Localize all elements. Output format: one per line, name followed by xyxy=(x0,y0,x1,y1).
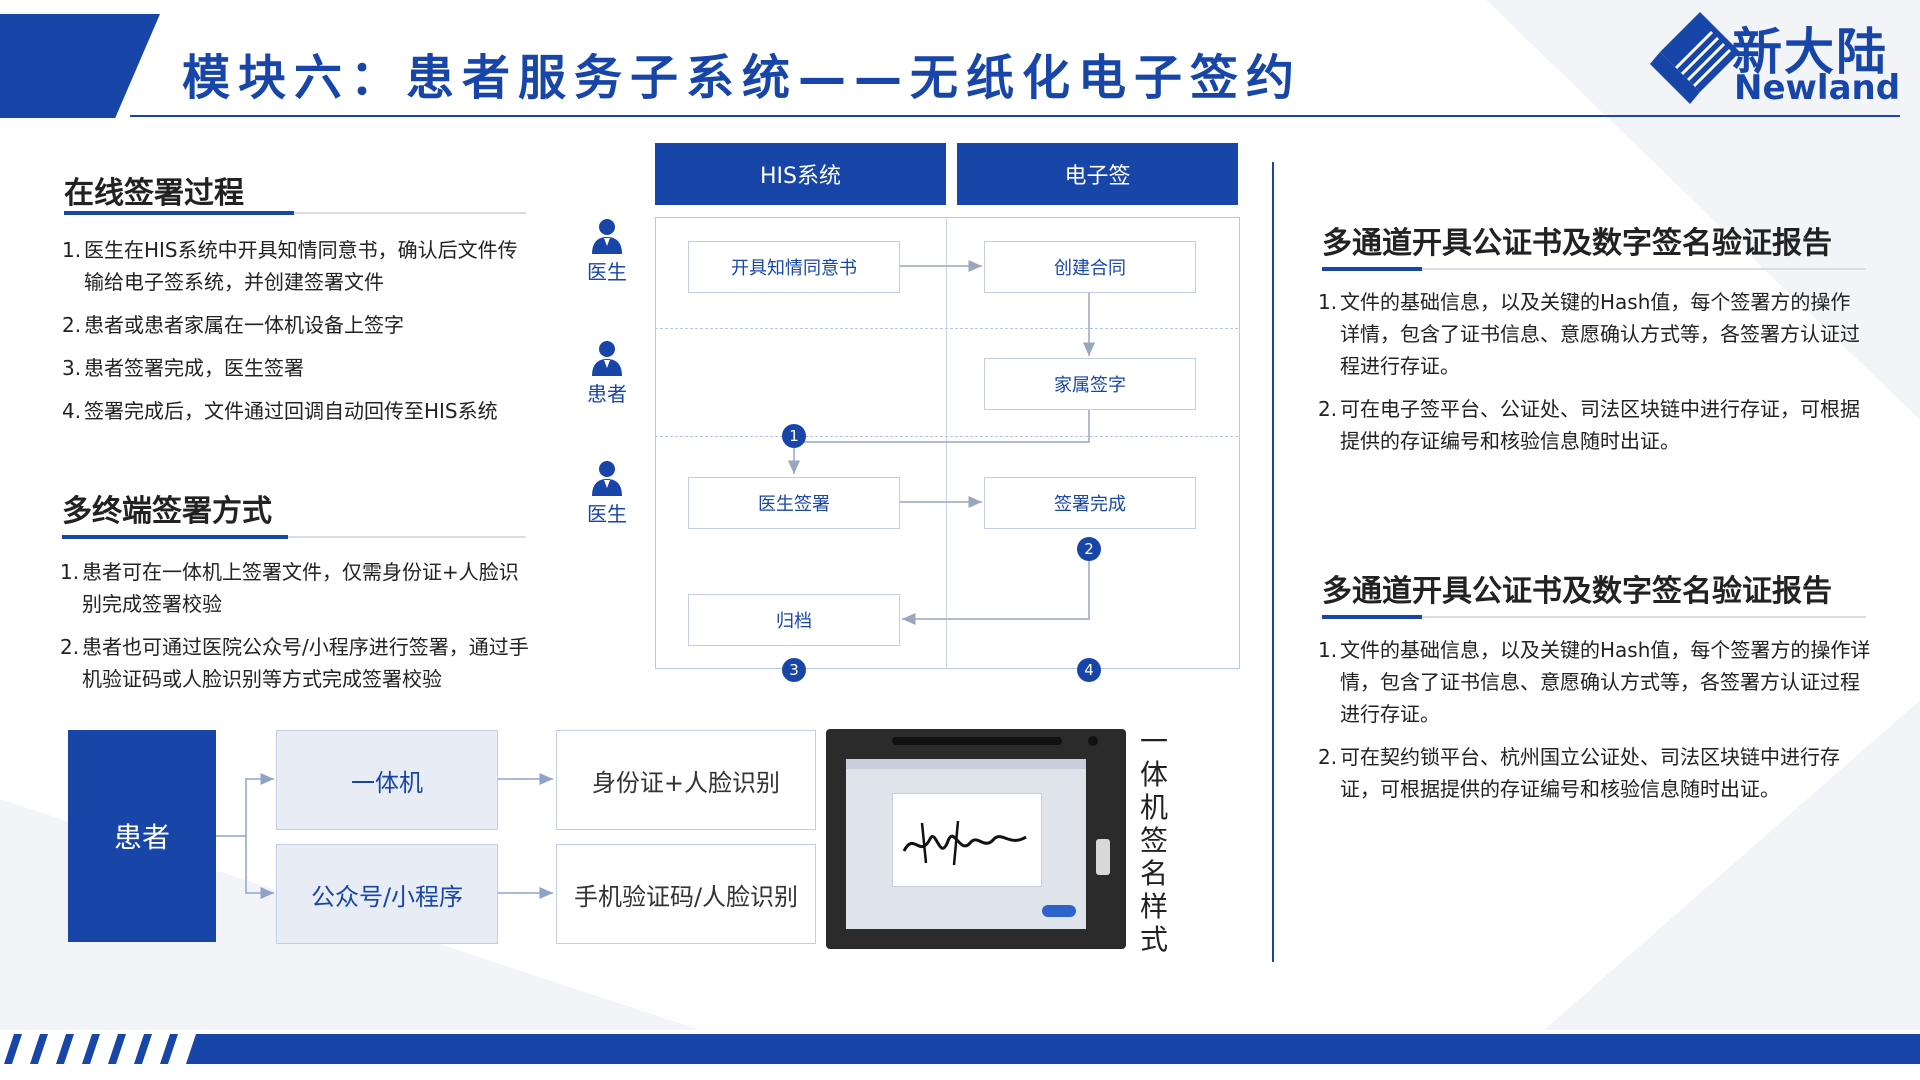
online-signing-rule xyxy=(64,211,526,215)
list-item: 4.签署完成后，文件通过回调自动回传至HIS系统 xyxy=(62,399,498,423)
report-rule-2 xyxy=(1322,615,1866,619)
list-item: 3.患者签署完成，医生签署 xyxy=(62,356,304,380)
multi-terminal-title: 多终端签署方式 xyxy=(62,494,272,529)
node-archive: 归档 xyxy=(688,594,900,646)
footer-bar xyxy=(200,1034,1920,1064)
report-title-2: 多通道开具公证书及数字签名验证报告 xyxy=(1322,574,1832,609)
step-badge: 4 xyxy=(1077,658,1101,682)
node-create-contract: 创建合同 xyxy=(984,241,1196,293)
logo-mark-icon xyxy=(1650,12,1740,104)
signature-icon xyxy=(902,820,1027,866)
newland-logo: 新大陆 Newland xyxy=(1650,8,1900,108)
node-family-sign: 家属签字 xyxy=(984,358,1196,410)
node-doctor-sign: 医生签署 xyxy=(688,477,900,529)
report-list-1: 1.文件的基础信息，以及关键的Hash值，每个签署方的操作详情，包含了证书信息、… xyxy=(1318,286,1870,468)
report-list-2: 1.文件的基础信息，以及关键的Hash值，每个签署方的操作详情，包含了证书信息、… xyxy=(1318,634,1878,816)
signature-tablet-image xyxy=(826,729,1126,949)
tablet-caption: 一体机签名样式 xyxy=(1139,725,1168,956)
column-header-esign: 电子签 xyxy=(957,143,1238,205)
kiosk-box: 一体机 xyxy=(276,730,498,830)
multi-terminal-rule xyxy=(62,535,526,539)
online-signing-title: 在线签署过程 xyxy=(64,176,244,211)
swimlane-divider xyxy=(655,328,1238,329)
node-sign-done: 签署完成 xyxy=(984,477,1196,529)
column-divider xyxy=(1272,162,1274,962)
header-divider xyxy=(130,115,1900,117)
doctor-icon xyxy=(592,219,622,254)
list-item: 1.患者可在一体机上签署文件，仅需身份证+人脸识别完成签署校验 xyxy=(60,560,519,616)
actor-label: 医生 xyxy=(587,502,627,526)
actor-label: 患者 xyxy=(587,382,627,406)
step-badge: 3 xyxy=(782,658,806,682)
node-consent: 开具知情同意书 xyxy=(688,241,900,293)
step-badge: 2 xyxy=(1077,537,1101,561)
column-header-his: HIS系统 xyxy=(655,143,946,205)
actor-label: 医生 xyxy=(587,260,627,284)
report-rule-1 xyxy=(1322,267,1866,271)
miniapp-method-box: 手机验证码/人脸识别 xyxy=(556,844,816,944)
multi-terminal-list: 1.患者可在一体机上签署文件，仅需身份证+人脸识别完成签署校验 2.患者也可通过… xyxy=(60,556,530,706)
patient-icon xyxy=(592,341,622,376)
list-item: 1.医生在HIS系统中开具知情同意书，确认后文件传输给电子签系统，并创建签署文件 xyxy=(62,238,518,294)
page-title: 模块六：患者服务子系统——无纸化电子签约 xyxy=(182,50,1303,106)
logo-text-cn: 新大陆 xyxy=(1732,23,1888,81)
kiosk-method-box: 身份证+人脸识别 xyxy=(556,730,816,830)
doctor-icon xyxy=(592,461,622,496)
swimlane-divider xyxy=(655,436,1238,437)
list-item: 2.患者或患者家属在一体机设备上签字 xyxy=(62,313,404,337)
footer-stripes xyxy=(4,1034,205,1064)
step-badge: 1 xyxy=(782,424,806,448)
list-item: 2.可在契约锁平台、杭州国立公证处、司法区块链中进行存证，可根据提供的存证编号和… xyxy=(1318,745,1840,801)
list-item: 1.文件的基础信息，以及关键的Hash值，每个签署方的操作详情，包含了证书信息、… xyxy=(1318,638,1871,726)
report-title-1: 多通道开具公证书及数字签名验证报告 xyxy=(1322,226,1832,261)
list-item: 2.患者也可通过医院公众号/小程序进行签署，通过手机验证码或人脸识别等方式完成签… xyxy=(60,635,529,691)
miniapp-box: 公众号/小程序 xyxy=(276,844,498,944)
actor-doctor: 医生 xyxy=(577,218,637,285)
online-signing-list: 1.医生在HIS系统中开具知情同意书，确认后文件传输给电子签系统，并创建签署文件… xyxy=(62,234,522,438)
actor-patient: 患者 xyxy=(577,340,637,407)
logo-text-en: Newland xyxy=(1734,68,1901,108)
patient-box: 患者 xyxy=(68,730,216,942)
actor-doctor-2: 医生 xyxy=(577,460,637,527)
list-item: 2.可在电子签平台、公证处、司法区块链中进行存证，可根据提供的存证编号和核验信息… xyxy=(1318,397,1860,453)
tablet-screen xyxy=(846,759,1086,929)
list-item: 1.文件的基础信息，以及关键的Hash值，每个签署方的操作详情，包含了证书信息、… xyxy=(1318,290,1860,378)
